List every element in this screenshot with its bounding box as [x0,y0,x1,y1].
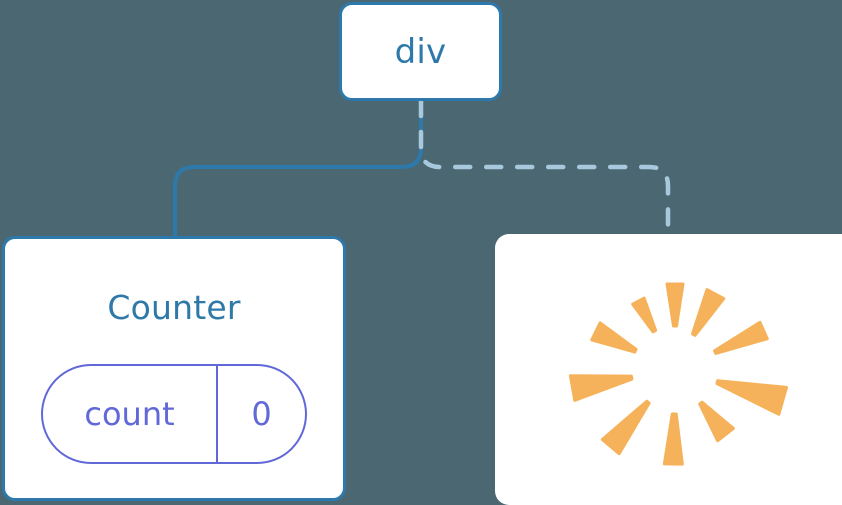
spinner-ray-7 [590,321,638,354]
spinner-ray-8 [631,296,658,334]
state-capsule[interactable]: count 0 [41,364,307,464]
spinner-ray-0 [690,288,726,337]
node-div-label: div [394,31,447,72]
edge-root-to-spinner [418,98,671,239]
spinner-ray-1 [713,320,769,355]
spinner-ray-3 [698,400,735,443]
spinner-ray-4 [662,412,684,466]
node-counter[interactable]: Counter count 0 [2,236,346,501]
spinner-ray-9 [665,282,685,328]
node-spinner-panel[interactable] [495,234,842,505]
spinner-ray-5 [600,399,651,456]
loading-burst-icon [568,282,789,466]
state-value-label: 0 [216,366,305,462]
node-counter-title: Counter [107,288,241,327]
node-div[interactable]: div [339,2,502,101]
spinner-ray-2 [715,379,789,416]
spinner-ray-6 [568,374,634,402]
state-key-label: count [84,395,175,433]
edge-root-to-counter [173,99,423,238]
